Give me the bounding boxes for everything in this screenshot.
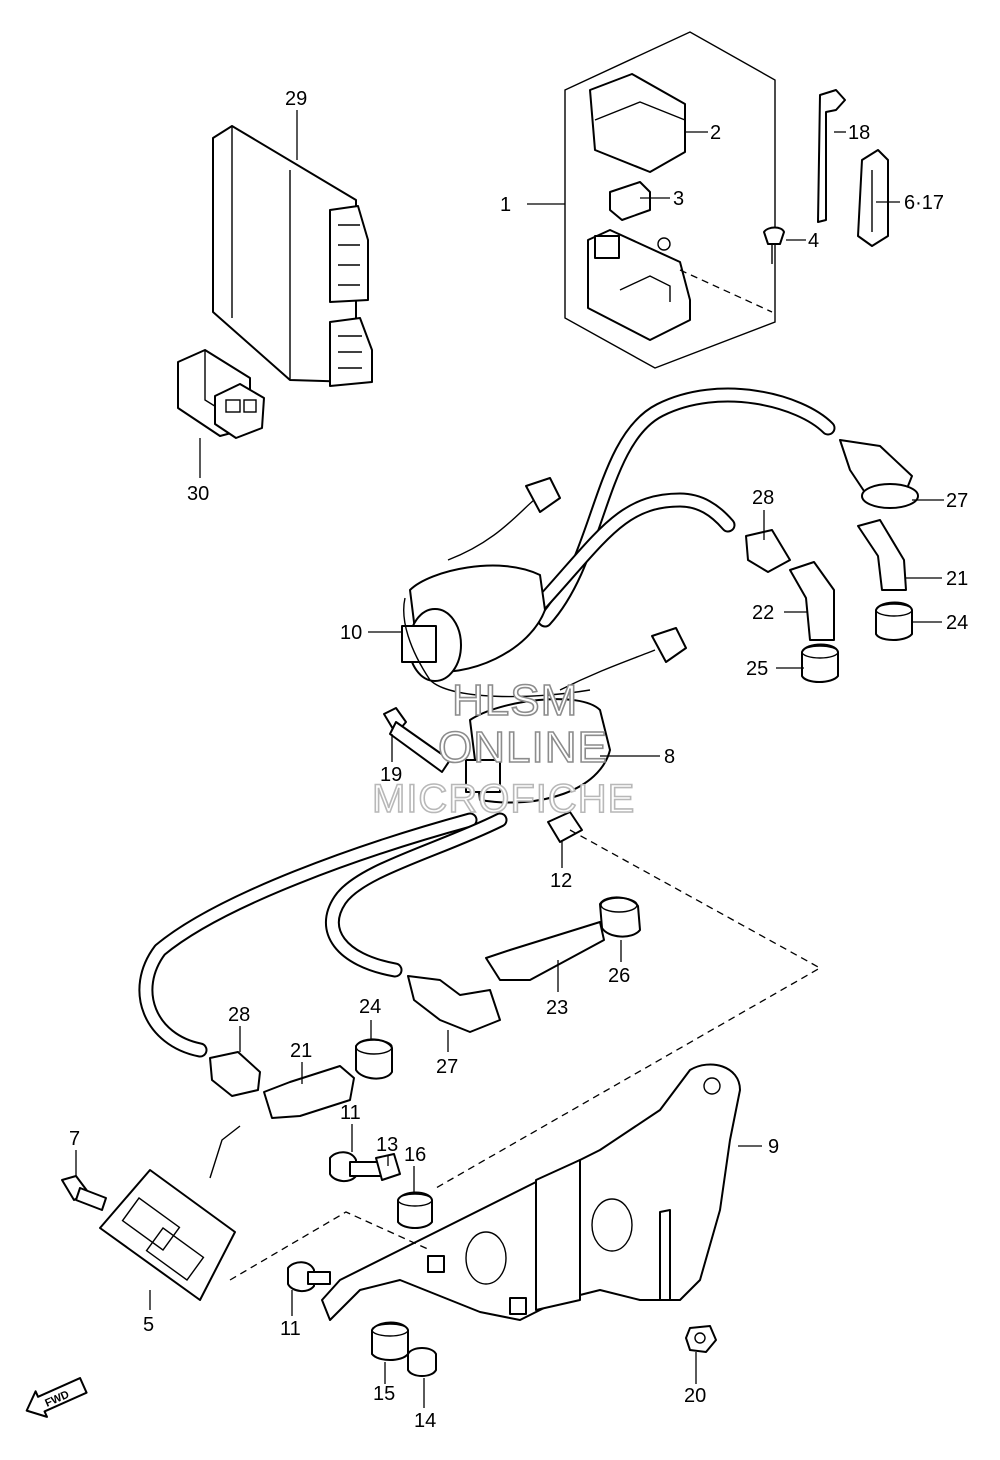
nut-20 <box>685 1325 717 1353</box>
callout-11-upper: 11 <box>340 1102 361 1124</box>
callout-21-upper: 21 <box>946 568 968 590</box>
fwd-arrow: FWD <box>25 1377 88 1418</box>
callout-29: 29 <box>285 88 307 110</box>
callout-27-upper: 27 <box>946 490 968 512</box>
callout-15: 15 <box>373 1383 395 1405</box>
callout-28-upper: 28 <box>752 487 774 509</box>
callout-3: 3 <box>673 188 684 210</box>
callout-14: 14 <box>414 1410 436 1432</box>
cap-22 <box>789 561 835 641</box>
cap-23 <box>485 921 605 981</box>
callout-16: 16 <box>404 1144 426 1166</box>
seal-26 <box>599 896 641 938</box>
watermark-line1: HLSM <box>452 676 578 725</box>
callout-18: 18 <box>848 122 870 144</box>
relay-assembly-box <box>564 31 785 369</box>
callout-24-upper: 24 <box>946 612 968 634</box>
cap-21-upper <box>857 519 907 591</box>
seal-28-lower <box>209 1051 261 1097</box>
callout-9: 9 <box>768 1136 779 1158</box>
callout-20: 20 <box>684 1385 706 1407</box>
callout-11-lower: 11 <box>280 1318 301 1340</box>
callout-2: 2 <box>710 122 721 144</box>
callout-10: 10 <box>340 622 362 644</box>
collar-13 <box>375 1153 401 1181</box>
bolt-7 <box>61 1175 107 1211</box>
callout-8: 8 <box>664 746 675 768</box>
callout-27-lower: 27 <box>436 1056 458 1078</box>
callout-22: 22 <box>752 602 774 624</box>
seal-25 <box>801 643 839 683</box>
seal-28-upper <box>745 529 791 573</box>
callout-12: 12 <box>550 870 572 892</box>
grommet-16 <box>397 1191 433 1229</box>
connector-30 <box>177 349 265 439</box>
spacer-12 <box>547 811 583 843</box>
bolt-11-upper <box>329 1151 383 1182</box>
callout-numbers: 29 30 1 2 3 4 18 6·17 27 28 21 24 22 25 … <box>69 88 968 1432</box>
plug-cap-27-lower <box>407 975 501 1033</box>
bolt-19 <box>383 707 451 773</box>
regulator-rectifier <box>99 1125 431 1301</box>
grommet-15 <box>371 1321 409 1361</box>
seal-24-upper <box>875 601 913 641</box>
watermark-line2: ONLINE <box>438 723 608 772</box>
ignition-cables <box>138 387 836 1058</box>
callout-23: 23 <box>546 997 568 1019</box>
watermark-line3: MICROFICHE <box>372 777 635 821</box>
callout-26: 26 <box>608 965 630 987</box>
ignition-coil-10 <box>401 477 591 698</box>
callout-6-17: 6·17 <box>904 192 944 214</box>
ignition-coil-8 <box>465 627 687 804</box>
callout-24-lower: 24 <box>359 996 381 1018</box>
callout-25: 25 <box>746 658 768 680</box>
callout-7: 7 <box>69 1128 80 1150</box>
collar-14 <box>407 1347 437 1377</box>
callout-1: 1 <box>500 194 511 216</box>
cap-21-lower <box>263 1065 355 1119</box>
mounting-bracket <box>321 829 822 1321</box>
clamp <box>857 149 889 247</box>
callout-4: 4 <box>808 230 819 252</box>
plug-cap-27-upper <box>839 439 919 509</box>
callout-30: 30 <box>187 483 209 505</box>
callout-21-lower: 21 <box>290 1040 312 1062</box>
bolt-11-lower <box>287 1261 331 1292</box>
ecm-unit <box>212 125 373 387</box>
cable-tie <box>817 89 846 223</box>
callout-13: 13 <box>376 1134 398 1156</box>
leader-lines <box>75 110 944 1408</box>
callout-5: 5 <box>143 1314 154 1336</box>
callout-19: 19 <box>380 764 402 786</box>
seal-24-lower <box>355 1038 393 1080</box>
watermark: HLSM ONLINE MICROFICHE <box>371 675 635 822</box>
callout-28-lower: 28 <box>228 1004 250 1026</box>
